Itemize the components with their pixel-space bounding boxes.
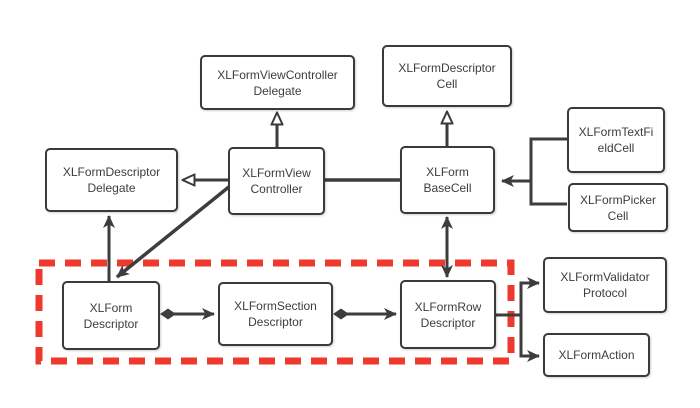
edge-viewcontroller-descriptor — [115, 184, 232, 279]
node-xlformdescriptordelegate: XLFormDescriptor Delegate — [45, 148, 178, 212]
node-xlformrowdescriptor: XLFormRow Descriptor — [400, 280, 496, 349]
node-xlformvalidatorprotocol: XLFormValidator Protocol — [543, 257, 667, 313]
red-highlight-rect — [35, 259, 515, 365]
node-xlformaction: XLFormAction — [543, 333, 650, 377]
node-xlformdescriptor: XLForm Descriptor — [62, 281, 160, 350]
node-xlformpickercell: XLFormPicker Cell — [568, 183, 668, 232]
node-xlformtextfieldcell: XLFormTextFi eldCell — [567, 107, 665, 173]
edge-rowdescriptor-branch — [496, 277, 540, 362]
edge-sectiondescriptor-rowdescriptor — [333, 308, 397, 320]
edge-cells-basecell — [501, 137, 567, 206]
node-xlformsectiondescriptor: XLFormSection Descriptor — [218, 282, 333, 346]
node-xlformviewcontrollerdelegate: XLFormViewController Delegate — [200, 55, 355, 110]
node-xlformviewcontroller: XLFormView Controller — [228, 147, 325, 215]
node-xlformbasecell: XLForm BaseCell — [400, 146, 495, 214]
node-xlformdescriptorcell: XLFormDescriptor Cell — [382, 45, 512, 107]
edge-descriptor-sectiondescriptor — [160, 308, 215, 320]
